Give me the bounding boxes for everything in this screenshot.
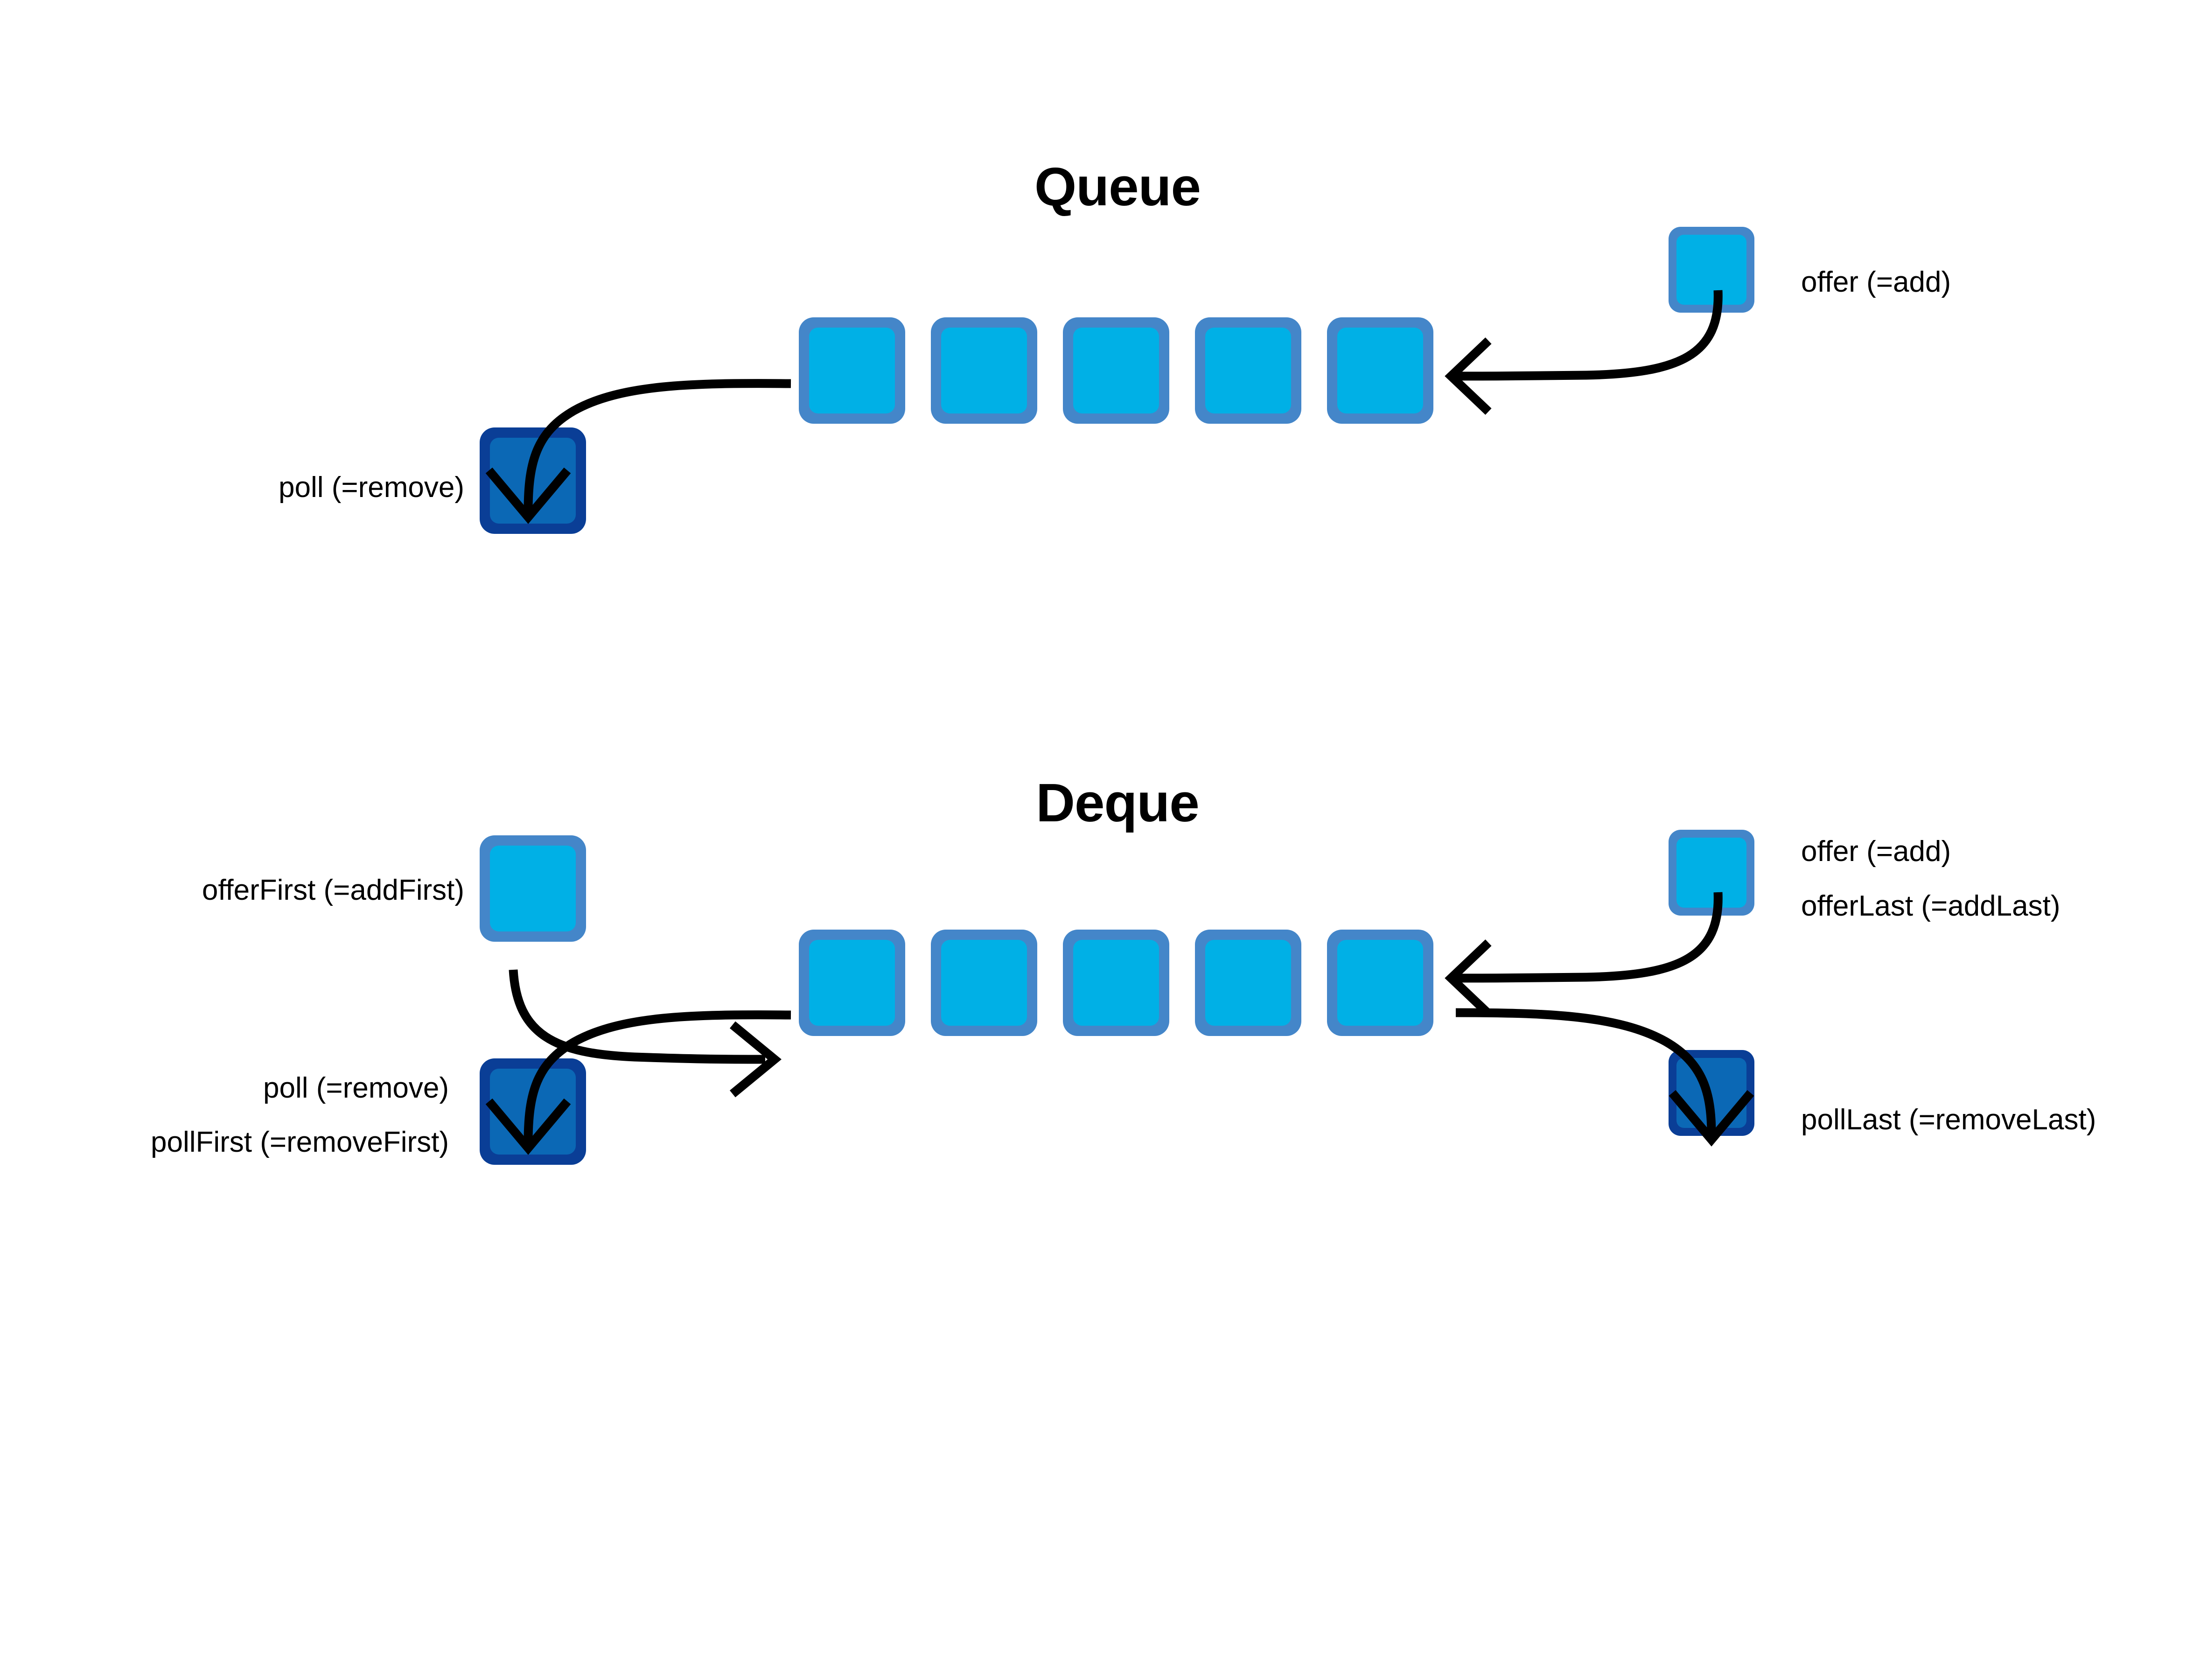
- box-fill: [1676, 838, 1746, 908]
- queue-cell-4: [1195, 317, 1301, 424]
- poll-first-arrow-head: [485, 1098, 571, 1155]
- deque-poll-last-label: pollLast (=removeLast): [1801, 1104, 2096, 1136]
- queue-cell-5: [1327, 317, 1433, 424]
- box-fill: [1337, 328, 1423, 413]
- poll-dequeue-arrow-line: [524, 379, 791, 511]
- offer-last-arrow-line: [1455, 892, 1723, 983]
- queue-cell-2: [931, 317, 1037, 424]
- offer-first-arrow-line: [509, 969, 766, 1064]
- box-fill: [1676, 235, 1746, 305]
- poll-first-arrow-line: [524, 1010, 791, 1143]
- deque-title: Deque: [1036, 772, 1199, 833]
- deque-poll-first-label: pollFirst (=removeFirst): [151, 1126, 449, 1158]
- deque-poll-label: poll (=remove): [263, 1072, 449, 1104]
- box-fill: [1073, 328, 1159, 413]
- poll-last-arrow-head: [1669, 1090, 1754, 1147]
- queue-title: Queue: [1034, 156, 1201, 217]
- box-fill: [1073, 940, 1159, 1026]
- queue-offer-node: [1669, 227, 1754, 313]
- labels-layer: offer (=add) poll (=remove) offerFirst (=a…: [151, 266, 2096, 1158]
- offer-last-arrow: [1445, 892, 1723, 1017]
- poll-last-arrow-line: [1455, 1008, 1716, 1134]
- offer-enqueue-arrow-line: [1455, 290, 1723, 381]
- deque-offer-first-node: [480, 835, 586, 942]
- offer-first-arrow: [509, 969, 782, 1098]
- deque-cell-2: [931, 930, 1037, 1036]
- poll-dequeue-arrow: [485, 379, 791, 524]
- box-fill: [809, 940, 895, 1026]
- deque-offer-label: offer (=add): [1801, 835, 1951, 868]
- offer-enqueue-arrow: [1445, 290, 1723, 415]
- deque-cell-3: [1063, 930, 1169, 1036]
- deque-offer-first-label: offerFirst (=addFirst): [202, 874, 464, 906]
- deque-offer-last-node: [1669, 830, 1754, 916]
- deque-cell-5: [1327, 930, 1433, 1036]
- box-fill: [1337, 940, 1423, 1026]
- box-fill: [809, 328, 895, 413]
- offer-last-arrow-head: [1445, 939, 1492, 1017]
- poll-first-arrow: [485, 1010, 791, 1155]
- box-fill: [1205, 328, 1291, 413]
- cells-layer: [799, 317, 1433, 1036]
- queue-cell-3: [1063, 317, 1169, 424]
- offer-enqueue-arrow-head: [1445, 337, 1492, 415]
- queue-offer-label: offer (=add): [1801, 266, 1951, 298]
- queue-poll-label: poll (=remove): [279, 471, 464, 504]
- box-fill: [941, 328, 1027, 413]
- deque-offer-last-label: offerLast (=addLast): [1801, 890, 2060, 922]
- box-fill: [941, 940, 1027, 1026]
- deque-cell-1: [799, 930, 905, 1036]
- queue-cell-1: [799, 317, 905, 424]
- offer-first-arrow-head: [729, 1021, 782, 1098]
- box-fill: [1205, 940, 1291, 1026]
- deque-cell-4: [1195, 930, 1301, 1036]
- poll-last-arrow: [1455, 1008, 1754, 1147]
- arrows-layer: [485, 290, 1754, 1155]
- box-fill: [490, 846, 576, 931]
- poll-dequeue-arrow-head: [485, 467, 571, 524]
